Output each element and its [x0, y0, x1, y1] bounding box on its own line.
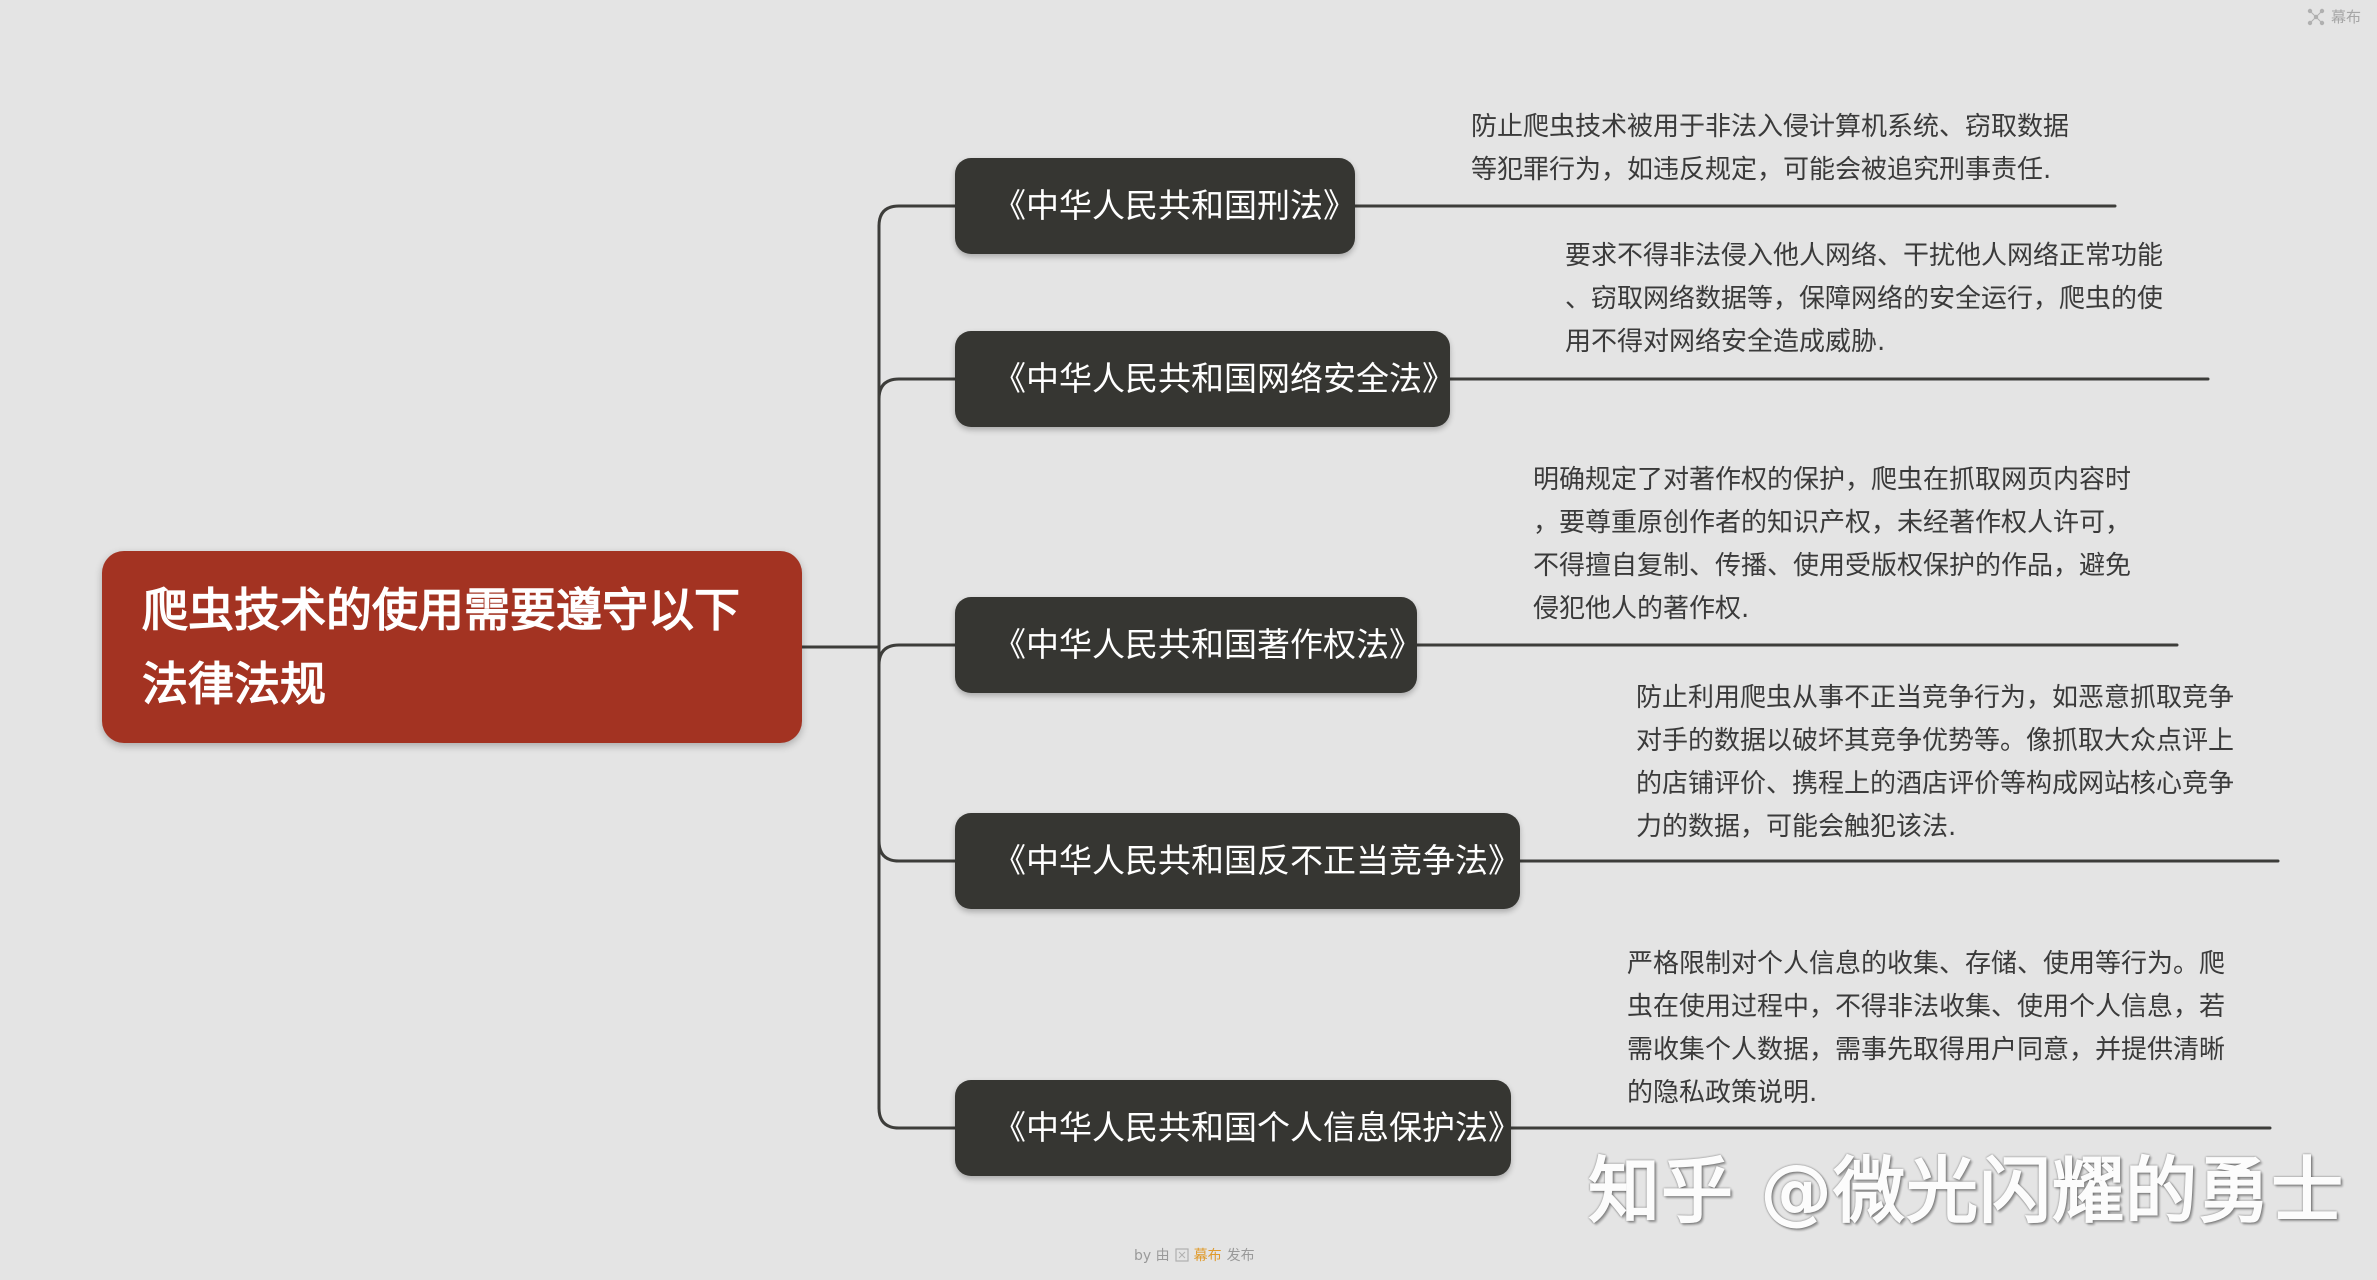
note-copyright-law: 明确规定了对著作权的保护，爬虫在抓取网页内容时 ，要尊重原创作者的知识产权，未经…: [1533, 465, 2132, 624]
watermark: 知乎 @微光闪耀的勇士: [1588, 1149, 2345, 1233]
root-topic[interactable]: 爬虫技术的使用需要遵守以下法律法规: [102, 551, 802, 743]
branch-connector: [877, 204, 957, 228]
branch-anti-unfair-competition-law[interactable]: 《中华人民共和国反不正当竞争法》: [955, 813, 1521, 909]
footer-brand[interactable]: 幕布: [1193, 1248, 1222, 1264]
branch-criminal-law[interactable]: 《中华人民共和国刑法》: [955, 158, 1356, 254]
mindmap-icon: [2307, 8, 2325, 25]
note-cybersecurity-law: 要求不得非法侵入他人网络、干扰他人网络正常功能 、窃取网络数据等，保障网络的安全…: [1565, 241, 2164, 357]
mubu-logo: 幕布: [2307, 6, 2361, 27]
note-anti-unfair-competition-law: 防止利用爬虫从事不正当竞争行为，如恶意抓取竞争 对手的数据以破坏其竞争优势等。像…: [1636, 683, 2235, 842]
logo-text: 幕布: [2330, 8, 2361, 26]
note-criminal-law: 防止爬虫技术被用于非法入侵计算机系统、窃取数据 等犯罪行为，如违反规定，可能会被…: [1471, 112, 2070, 185]
branch-copyright-law[interactable]: 《中华人民共和国著作权法》: [955, 597, 1422, 693]
note-personal-info-law: 严格限制对个人信息的收集、存储、使用等行为。爬 虫在使用过程中，不得非法收集、使…: [1627, 949, 2226, 1108]
branch-cybersecurity-law[interactable]: 《中华人民共和国网络安全法》: [955, 331, 1455, 427]
mindmap-icon: [1175, 1248, 1189, 1262]
branch-connector: [877, 839, 957, 863]
footer-credit: by 由 幕布 发布: [1134, 1245, 1255, 1265]
branch-connector: [877, 643, 957, 667]
footer-suffix: 发布: [1226, 1248, 1255, 1264]
branch-connector: [877, 377, 957, 401]
branch-personal-info-law[interactable]: 《中华人民共和国个人信息保护法》: [955, 1080, 1521, 1176]
branch-connector: [877, 1106, 957, 1130]
footer-prefix: by 由: [1134, 1248, 1170, 1264]
